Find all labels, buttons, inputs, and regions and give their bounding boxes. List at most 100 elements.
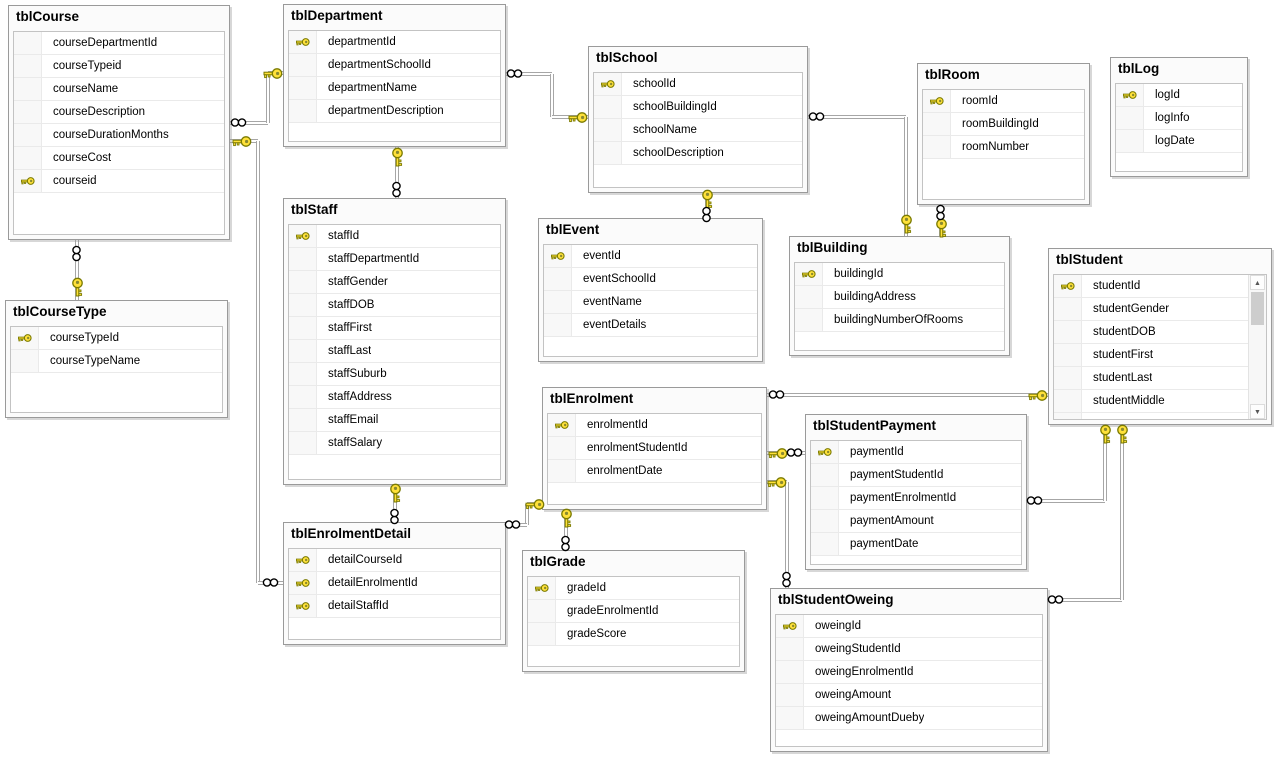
chevron-up-icon[interactable]: ▲ — [1250, 275, 1265, 290]
table-title[interactable]: tblStudent — [1056, 252, 1123, 267]
relationship-tblstudent-tblstudentoweing-line[interactable] — [1048, 598, 1122, 602]
field-row[interactable]: eventId — [544, 245, 757, 268]
relationship-tblenrolment-tblgrade-line[interactable] — [564, 510, 568, 550]
relationship-tblbuilding-tblschool-line[interactable] — [808, 115, 906, 119]
table-title[interactable]: tblRoom — [925, 67, 980, 82]
field-row[interactable]: staffSuburb — [289, 363, 500, 386]
field-row[interactable]: staffLast — [289, 340, 500, 363]
field-row[interactable]: courseDescription — [14, 101, 224, 124]
field-row[interactable]: staffAddress — [289, 386, 500, 409]
field-row[interactable]: courseDurationMonths — [14, 124, 224, 147]
field-row[interactable]: courseTypeName — [11, 350, 222, 373]
field-row[interactable]: studentDOB — [1054, 321, 1266, 344]
field-row[interactable]: departmentDescription — [289, 100, 500, 123]
field-row[interactable]: eventSchoolId — [544, 268, 757, 291]
field-row[interactable]: staffId — [289, 225, 500, 248]
field-row[interactable]: studentMiddle — [1054, 390, 1266, 413]
field-row[interactable]: eventName — [544, 291, 757, 314]
field-row[interactable]: oweingId — [776, 615, 1042, 638]
field-row[interactable]: schoolName — [594, 119, 802, 142]
relationship-tblcourse-tblenrolmentdetail-line[interactable] — [256, 141, 260, 583]
relationship-tblschool-tbldepartment-line[interactable] — [506, 72, 552, 76]
field-row[interactable]: roomBuildingId — [923, 113, 1084, 136]
field-row[interactable]: courseCost — [14, 147, 224, 170]
field-row[interactable]: logDate — [1116, 130, 1242, 153]
field-row[interactable]: buildingAddress — [795, 286, 1004, 309]
table-title[interactable]: tblGrade — [530, 554, 586, 569]
field-row[interactable]: staffFirst — [289, 317, 500, 340]
field-row[interactable]: paymentId — [811, 441, 1021, 464]
table-title[interactable]: tblDepartment — [291, 8, 383, 23]
field-row[interactable]: oweingEnrolmentId — [776, 661, 1042, 684]
field-row[interactable]: studentGender — [1054, 298, 1266, 321]
field-row[interactable]: paymentDate — [811, 533, 1021, 556]
field-row[interactable]: staffEmail — [289, 409, 500, 432]
field-row[interactable]: gradeScore — [528, 623, 739, 646]
field-row[interactable]: oweingStudentId — [776, 638, 1042, 661]
table-title[interactable]: tblCourseType — [13, 304, 107, 319]
field-row[interactable]: detailStaffId — [289, 595, 500, 618]
field-row[interactable]: staffDOB — [289, 294, 500, 317]
field-row[interactable]: detailCourseId — [289, 549, 500, 572]
table-title[interactable]: tblEnrolment — [550, 391, 634, 406]
field-row[interactable]: roomId — [923, 90, 1084, 113]
field-row[interactable]: studentId — [1054, 275, 1266, 298]
field-row[interactable]: gradeId — [528, 577, 739, 600]
field-row[interactable]: oweingAmountDueby — [776, 707, 1042, 730]
field-row[interactable]: enrolmentDate — [548, 460, 761, 483]
field-row[interactable]: buildingId — [795, 263, 1004, 286]
field-row[interactable]: courseName — [14, 78, 224, 101]
relationship-tbldepartment-tblcourse-line[interactable] — [230, 121, 268, 125]
relationship-tblenrolment-tblstudentoweing-line[interactable] — [785, 482, 789, 588]
field-row[interactable]: buildingNumberOfRooms — [795, 309, 1004, 332]
field-row[interactable]: courseid — [14, 170, 224, 193]
field-row[interactable]: courseTypeid — [14, 55, 224, 78]
field-row[interactable]: schoolBuildingId — [594, 96, 802, 119]
relationship-tbldepartment-tblcourse-line[interactable] — [266, 73, 270, 123]
relationship-tblstudent-tblenrolment-line[interactable] — [767, 393, 1048, 397]
relationship-tblschool-tbldepartment-line[interactable] — [550, 74, 554, 117]
field-row[interactable]: oweingAmount — [776, 684, 1042, 707]
field-row[interactable]: roomNumber — [923, 136, 1084, 159]
relationship-tblenrolment-tblenrolmentdetail-line[interactable] — [525, 504, 529, 525]
field-row[interactable]: gradeEnrolmentId — [528, 600, 739, 623]
relationship-tblstudent-tblstudentpayment-line[interactable] — [1027, 499, 1105, 503]
relationship-tblstudent-tblstudentoweing-line[interactable] — [1120, 425, 1124, 600]
table-title[interactable]: tblLog — [1118, 61, 1160, 76]
field-row[interactable]: studentFirst — [1054, 344, 1266, 367]
field-row[interactable]: logId — [1116, 84, 1242, 107]
relationship-tblstudent-tblstudentpayment-line[interactable] — [1103, 425, 1107, 501]
field-row[interactable]: departmentSchoolId — [289, 54, 500, 77]
field-row[interactable]: paymentStudentId — [811, 464, 1021, 487]
table-title[interactable]: tblBuilding — [797, 240, 868, 255]
table-title[interactable]: tblEnrolmentDetail — [291, 526, 412, 541]
table-title[interactable]: tblStudentOweing — [778, 592, 894, 607]
field-row[interactable]: courseDepartmentId — [14, 32, 224, 55]
field-row[interactable]: enrolmentId — [548, 414, 761, 437]
field-row[interactable]: staffDepartmentId — [289, 248, 500, 271]
field-row[interactable]: eventDetails — [544, 314, 757, 337]
field-row[interactable]: enrolmentStudentId — [548, 437, 761, 460]
table-title[interactable]: tblSchool — [596, 50, 658, 65]
table-title[interactable]: tblStaff — [291, 202, 338, 217]
field-row[interactable]: studentLast — [1054, 367, 1266, 390]
chevron-down-icon[interactable]: ▼ — [1250, 404, 1265, 419]
field-row[interactable]: paymentAmount — [811, 510, 1021, 533]
field-row[interactable]: logInfo — [1116, 107, 1242, 130]
relationship-tblcoursetype-tblcourse-line[interactable] — [75, 240, 79, 300]
